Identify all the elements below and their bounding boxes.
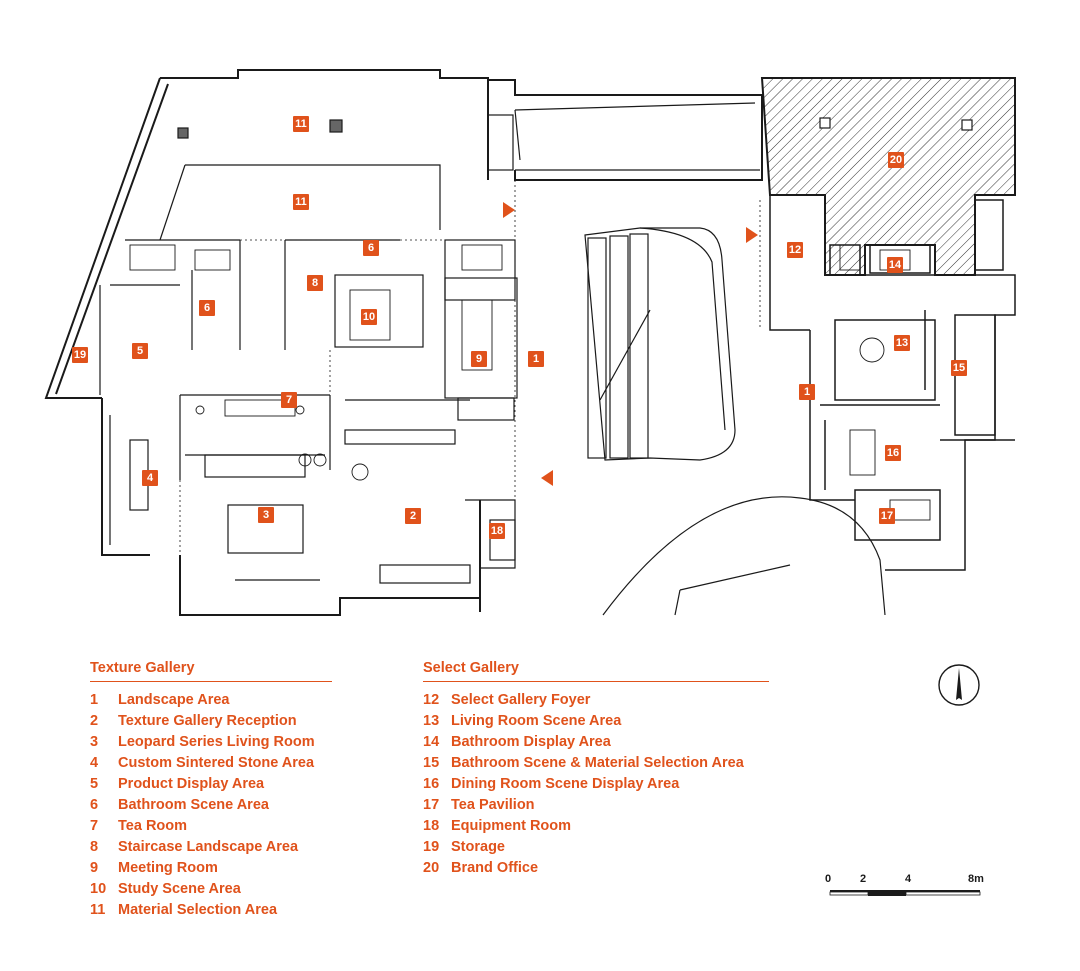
area-tag: 1 bbox=[528, 351, 544, 367]
entrance-arrows bbox=[503, 202, 758, 486]
floor-plan bbox=[44, 69, 1016, 616]
area-tag: 18 bbox=[489, 523, 505, 539]
area-tag: 15 bbox=[951, 360, 967, 376]
legend-title: Select Gallery bbox=[423, 660, 769, 682]
area-tag: 2 bbox=[405, 508, 421, 524]
area-tag: 10 bbox=[361, 309, 377, 325]
scale-bar: 0 2 4 8m bbox=[825, 873, 984, 896]
scale-label: 8m bbox=[968, 873, 984, 885]
area-tag: 11 bbox=[293, 194, 309, 210]
escalator bbox=[584, 227, 736, 461]
north-arrow-icon bbox=[938, 664, 980, 706]
exterior-walls bbox=[44, 69, 763, 616]
area-tag: 13 bbox=[894, 335, 910, 351]
area-tag: 7 bbox=[281, 392, 297, 408]
zone-boundaries bbox=[179, 180, 761, 555]
area-tag: 19 bbox=[72, 347, 88, 363]
interior-walls bbox=[99, 102, 760, 584]
area-tag: 11 bbox=[293, 116, 309, 132]
area-tag: 16 bbox=[885, 445, 901, 461]
area-tag: 6 bbox=[363, 240, 379, 256]
scale-label: 4 bbox=[905, 873, 912, 885]
area-tag: 20 bbox=[888, 152, 904, 168]
area-tag: 8 bbox=[307, 275, 323, 291]
area-tag: 6 bbox=[199, 300, 215, 316]
plaza-line bbox=[679, 564, 791, 591]
plaza-line bbox=[674, 589, 681, 616]
area-tag: 3 bbox=[258, 507, 274, 523]
furniture bbox=[129, 244, 931, 521]
brand-office bbox=[760, 77, 1016, 276]
scale-label: 2 bbox=[860, 873, 866, 885]
scale-label: 0 bbox=[825, 873, 831, 885]
area-tag: 17 bbox=[879, 508, 895, 524]
plaza-arc bbox=[602, 496, 886, 616]
area-tag: 9 bbox=[471, 351, 487, 367]
area-tag: 1 bbox=[799, 384, 815, 400]
legend-title: Texture Gallery bbox=[90, 660, 332, 682]
area-tag: 12 bbox=[787, 242, 803, 258]
area-tag: 5 bbox=[132, 343, 148, 359]
area-tag: 14 bbox=[887, 257, 903, 273]
area-tag: 4 bbox=[142, 470, 158, 486]
